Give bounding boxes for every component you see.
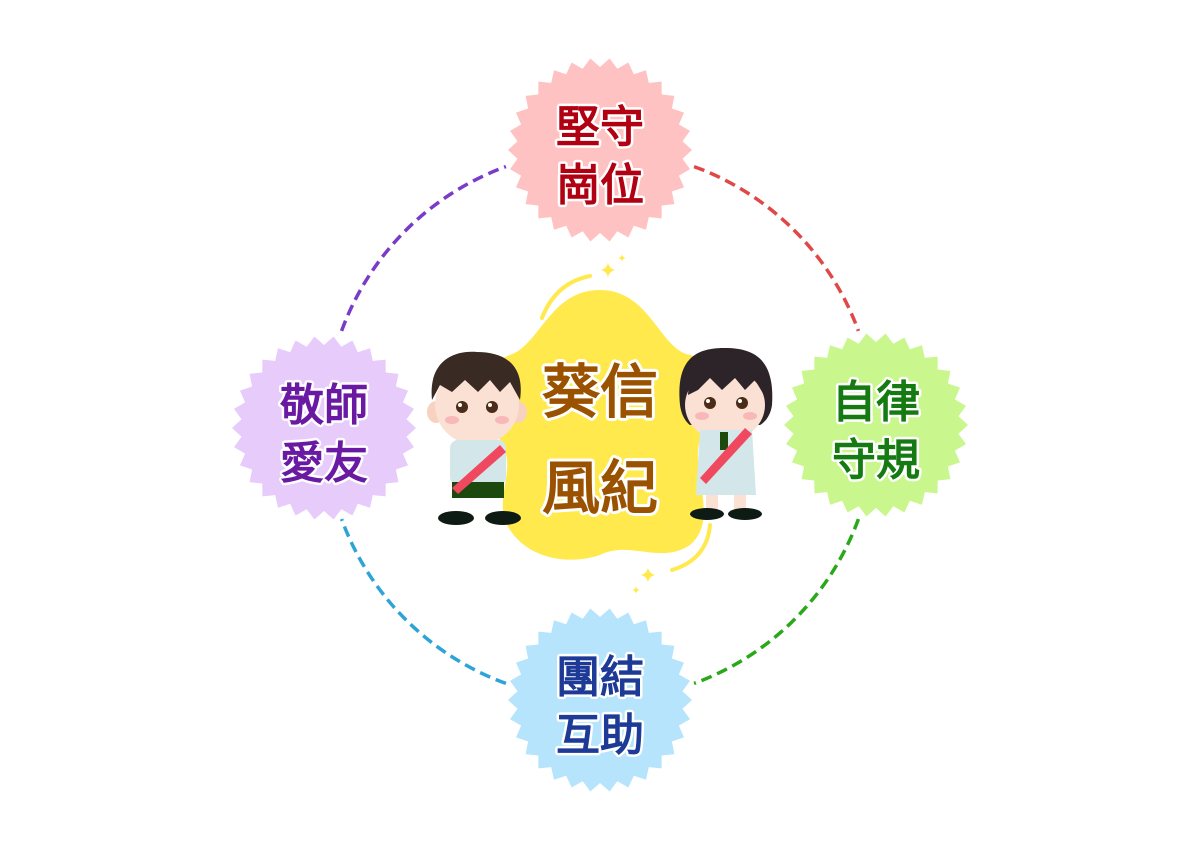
center-blob	[482, 290, 718, 560]
sparkle-icon: ✦	[617, 253, 626, 265]
dashed-arc-right	[693, 518, 861, 686]
node-label-line1: 堅守	[556, 102, 644, 153]
dashed-arc-bottom	[339, 518, 507, 686]
sparkle-icon: ✦	[631, 585, 640, 597]
dashed-arc-top	[693, 164, 861, 332]
dashed-ring	[339, 164, 861, 686]
decor-arc-bottom	[670, 523, 712, 572]
boy-prefect-illustration	[427, 351, 527, 525]
node-label-line1: 團結	[556, 652, 644, 703]
starburst-badge	[232, 336, 416, 520]
dashed-arc-left	[339, 164, 507, 332]
starburst-badge	[508, 58, 692, 242]
node-label-line1: 自律	[832, 377, 920, 428]
starburst-badge	[784, 333, 968, 517]
center-title-line2: 風紀	[542, 454, 658, 522]
node-label-line1: 敬師	[279, 380, 368, 431]
center-badge: ✦ ✦ ✦ ✦ 葵信 風紀	[482, 253, 718, 597]
node-label-line2: 守規	[832, 435, 920, 486]
girl-prefect-illustration	[679, 348, 773, 520]
sparkle-icon: ✦	[599, 258, 617, 283]
node-label-line2: 崗位	[556, 160, 644, 211]
node-label-line2: 互助	[556, 710, 644, 761]
node-label-line2: 愛友	[280, 438, 368, 489]
decor-arc-top	[540, 274, 592, 320]
center-title-line1: 葵信	[542, 358, 658, 426]
starburst-badge	[508, 608, 692, 792]
sparkle-icon: ✦	[639, 563, 657, 588]
